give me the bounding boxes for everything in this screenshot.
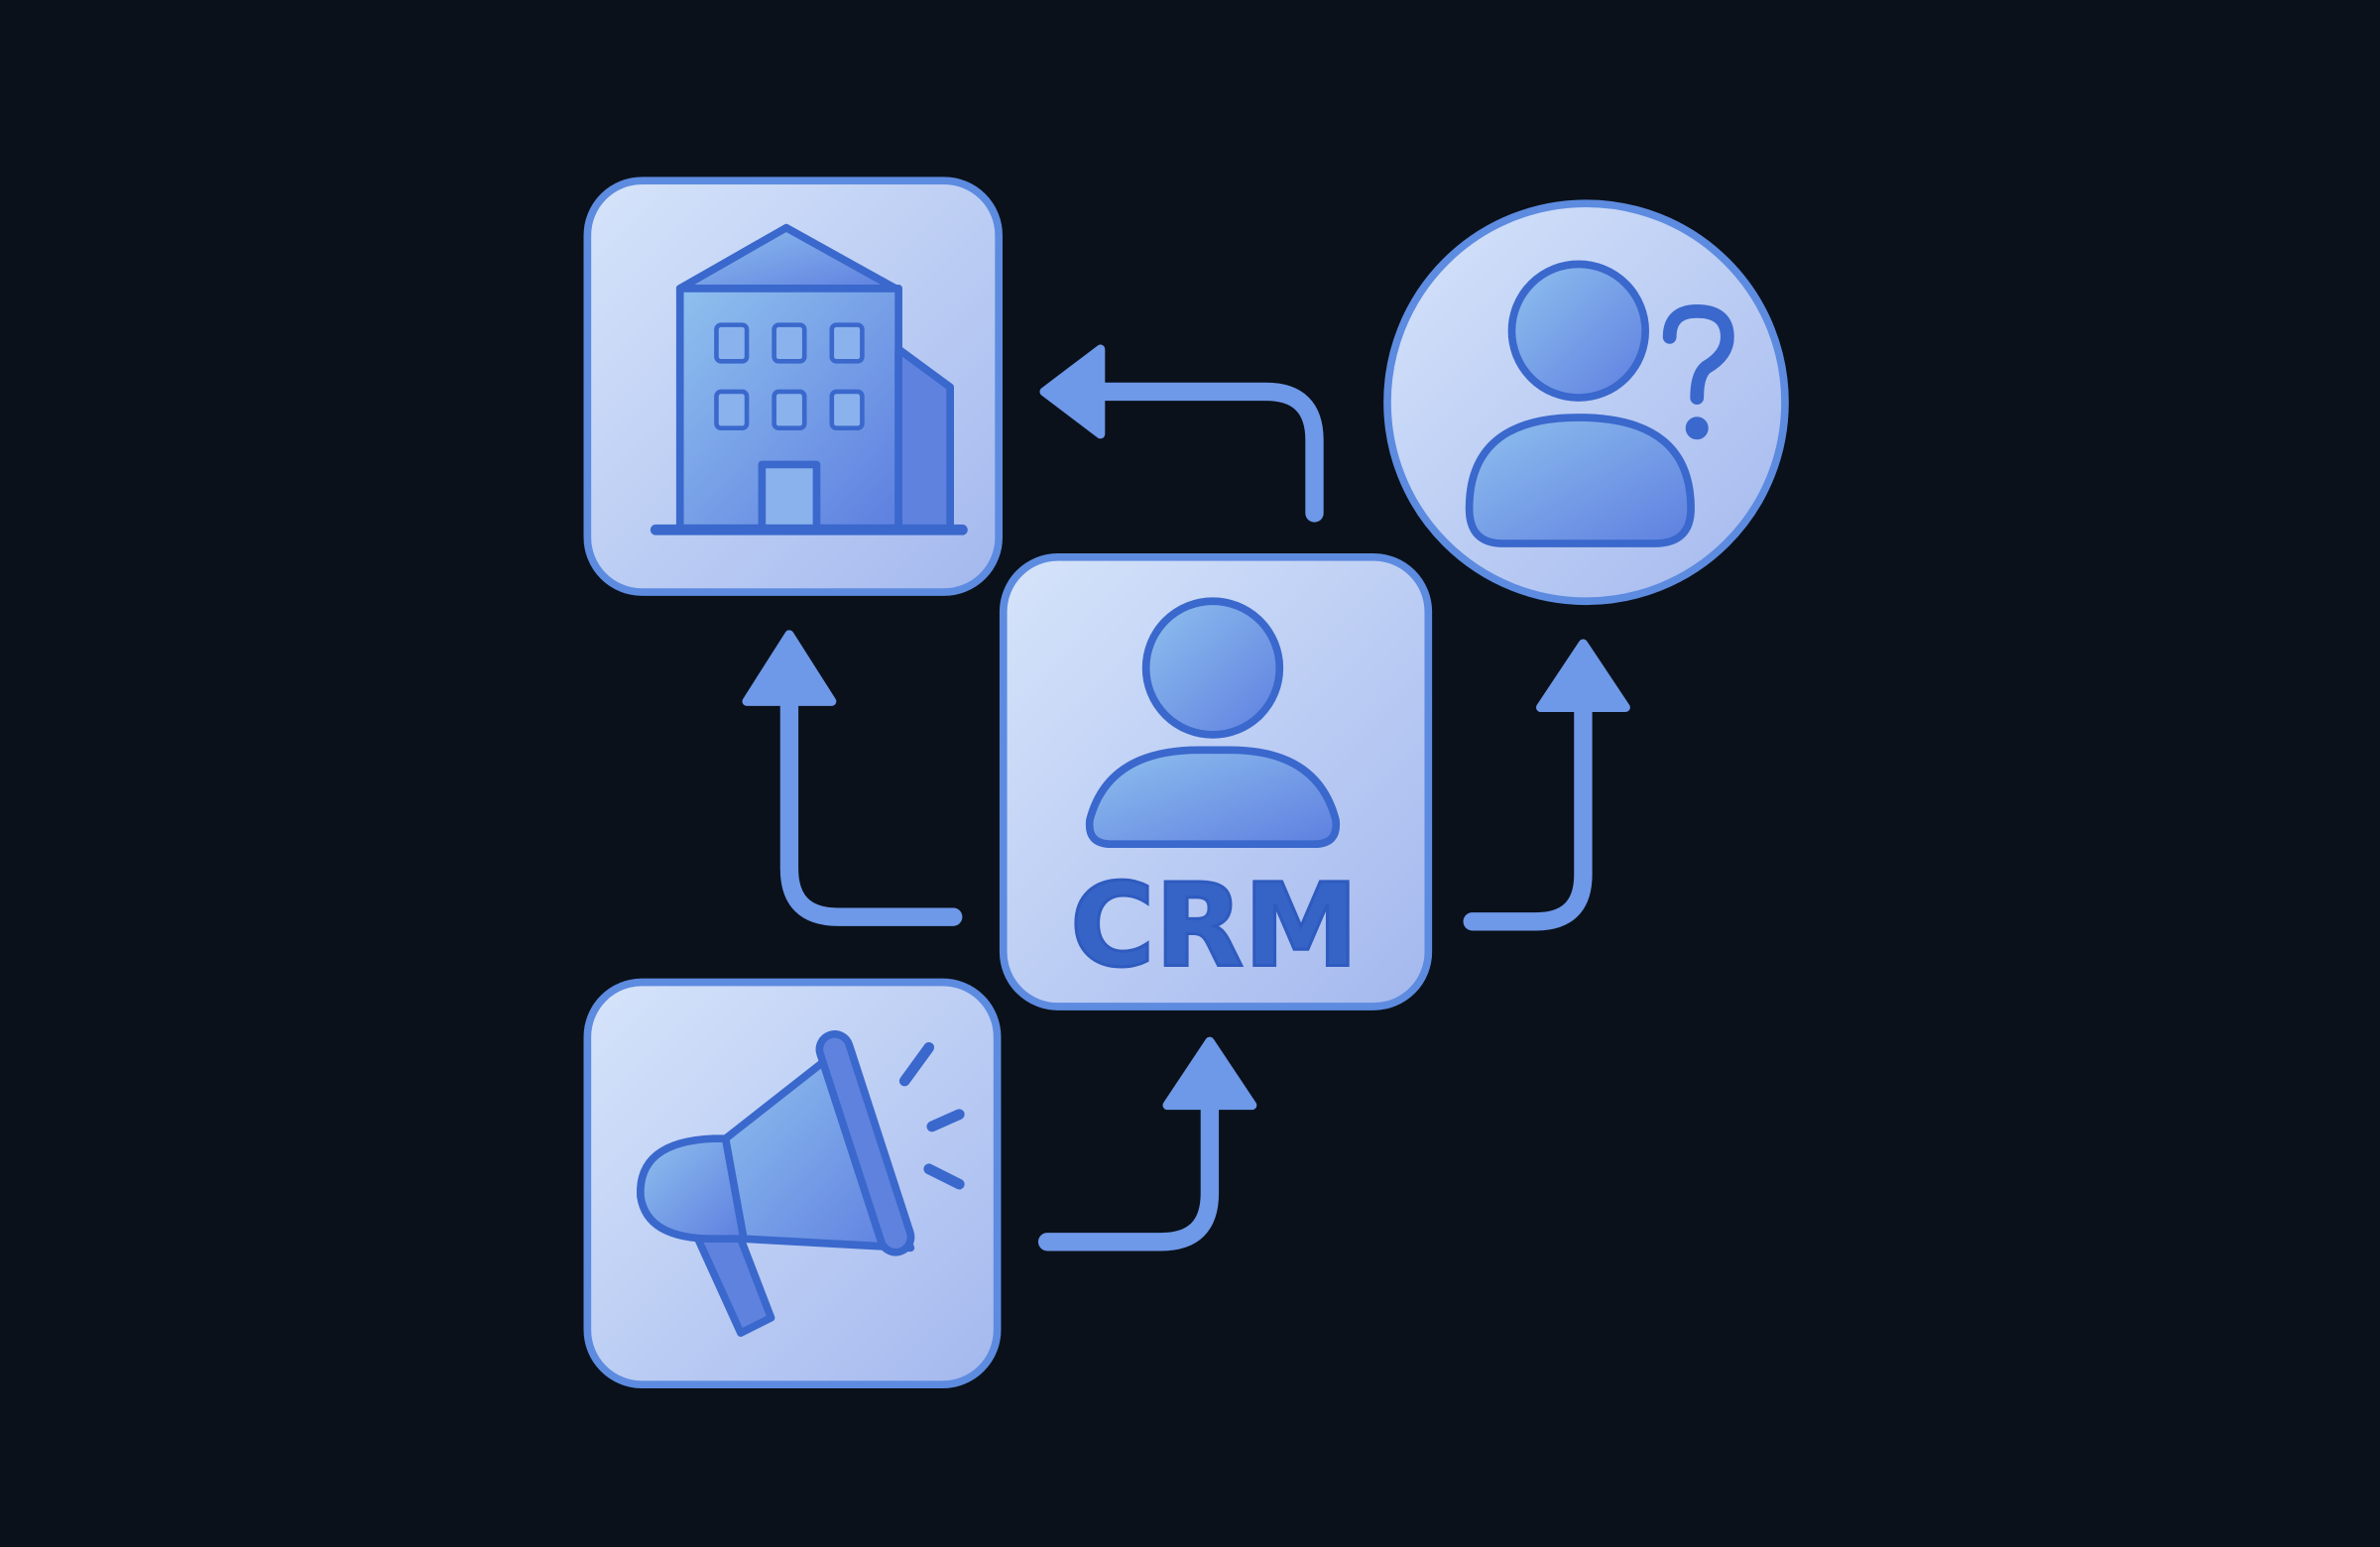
arrowhead-left: [1039, 344, 1106, 439]
arrowhead-up: [1162, 1036, 1257, 1111]
arrow-crm-to-company-left: [779, 681, 963, 926]
arrowhead-up: [742, 630, 837, 706]
arrow-crm-to-company-top: [1083, 382, 1324, 523]
crm-label: CRM: [1070, 860, 1359, 994]
building-icon: [650, 223, 968, 536]
company-node[interactable]: [583, 177, 1003, 596]
megaphone-icon: [637, 1030, 965, 1337]
crm-node[interactable]: CRM: [999, 553, 1433, 1011]
arrow-marketing-to-crm: [1037, 1087, 1220, 1251]
prospect-node[interactable]: [1383, 199, 1789, 606]
arrow-crm-to-prospect: [1463, 692, 1593, 931]
marketing-node[interactable]: [583, 978, 1002, 1389]
arrowhead-up: [1535, 639, 1630, 712]
user-icon: [1085, 597, 1341, 849]
user-question-icon: [1465, 260, 1734, 547]
